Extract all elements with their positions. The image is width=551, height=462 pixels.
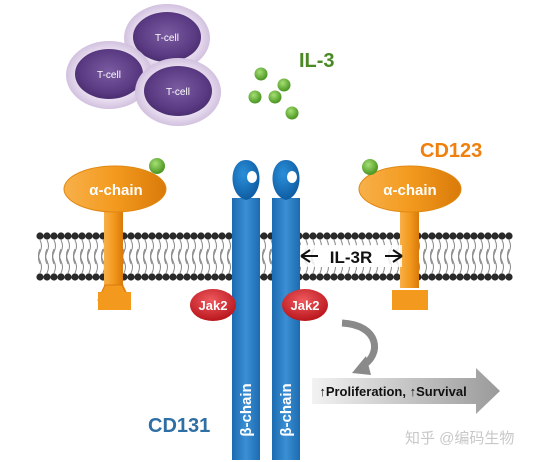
cd131-label: CD131	[148, 415, 211, 437]
il3-molecule	[285, 106, 299, 120]
alpha-chain-label: α-chain	[383, 182, 436, 199]
jak2-label: Jak2	[291, 298, 320, 313]
il3-label: IL-3	[299, 50, 335, 72]
t-cell: T-cell	[66, 41, 152, 109]
il3r-label: IL-3R	[330, 248, 373, 267]
t-cell-label: T-cell	[155, 33, 179, 44]
watermark: 知乎 @编码生物	[405, 430, 515, 447]
il3-molecule	[268, 90, 282, 104]
jak2-label: Jak2	[199, 298, 228, 313]
beta-chain-left: β-chain	[232, 160, 260, 460]
il3-molecule	[248, 90, 262, 104]
il3r-arrow: IL-3R	[300, 245, 403, 267]
alpha-chain-right: α-chain	[358, 159, 462, 310]
t-cell-label: T-cell	[97, 70, 121, 81]
t-cell: T-cell	[124, 4, 210, 72]
beta-chain-right: β-chain	[272, 160, 300, 460]
t-cell-label: T-cell	[166, 87, 190, 98]
il3-molecule	[254, 67, 268, 81]
t-cell: T-cell	[135, 58, 221, 126]
il3-molecules	[248, 67, 299, 120]
beta-chain-label: β-chain	[278, 383, 295, 436]
t-cell-group: T-cell T-cell T-cell	[66, 4, 221, 126]
outcome-arrow: ↑Proliferation, ↑Survival	[312, 368, 500, 414]
il3-molecule	[277, 78, 291, 92]
signal-curved-arrow	[341, 319, 379, 375]
beta-chain-label: β-chain	[238, 383, 255, 436]
jak2-left: Jak2	[190, 289, 236, 321]
jak2-right: Jak2	[282, 289, 328, 321]
outcome-label: ↑Proliferation, ↑Survival	[319, 384, 466, 399]
bound-il3-molecule	[362, 159, 378, 175]
cd123-label: CD123	[420, 140, 483, 162]
bound-il3-molecule	[149, 158, 165, 174]
alpha-chain-label: α-chain	[89, 182, 142, 199]
alpha-chain-left: α-chain	[63, 158, 167, 310]
